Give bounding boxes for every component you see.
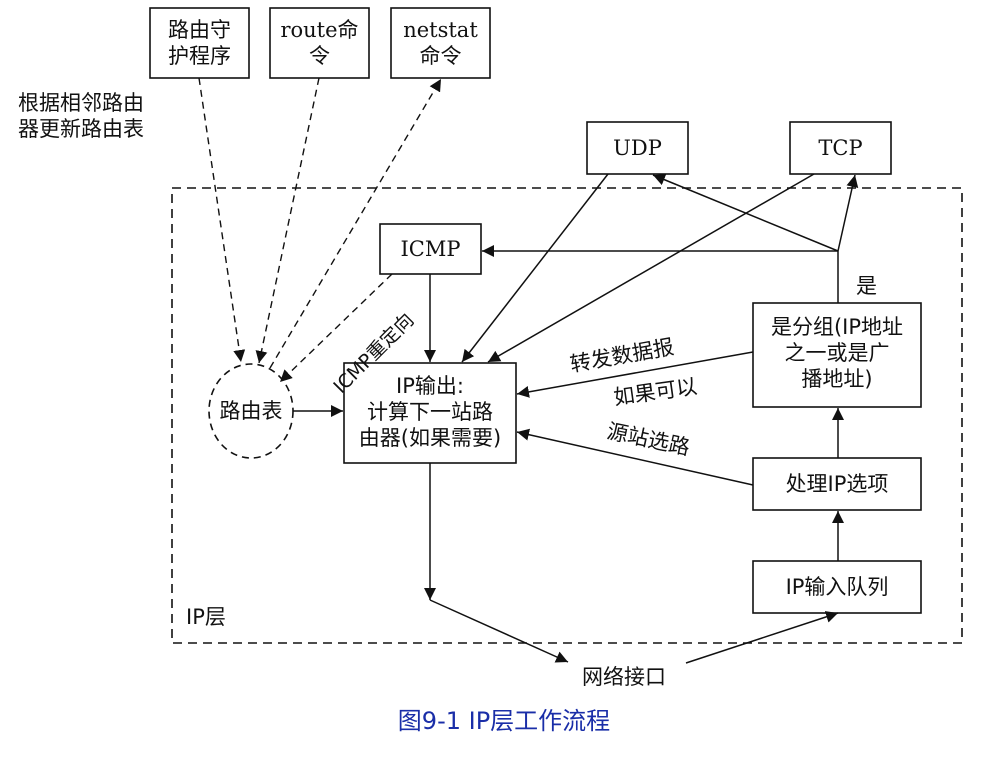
udp-box	[586, 121, 689, 175]
icmp-label: ICMP	[400, 237, 461, 261]
is-local-line-2: 之一或是广	[784, 341, 890, 365]
netstat-cmd-label: netstat 命令	[391, 17, 490, 69]
arrow-junction-to-udp	[652, 174, 839, 252]
arrow-udp-to-output	[461, 173, 609, 363]
arrow-source-route	[516, 428, 754, 486]
arrow-icmp-redirect	[279, 273, 393, 383]
arrow-table-to-netstat	[269, 78, 442, 369]
ip-output-line-2: 计算下一站路	[367, 400, 493, 424]
yes-label: 是	[856, 274, 877, 298]
process-options-box	[752, 457, 922, 511]
arrow-routed-to-table	[198, 77, 246, 363]
is-local-box	[752, 302, 922, 408]
tcp-label: TCP	[818, 136, 863, 160]
ip-output-line-3: 由器(如果需要)	[358, 426, 502, 450]
netstat-cmd-line-2: 命令	[419, 44, 462, 68]
arrow-to-net-interface	[429, 599, 569, 663]
ip-layer-label: IP层	[186, 605, 226, 629]
input-queue-label: IP输入队列	[785, 575, 889, 599]
net-interface-label: 网络接口	[582, 665, 666, 689]
update-routes-line-1: 根据相邻路由	[18, 91, 144, 115]
is-local-line-1: 是分组(IP地址	[770, 315, 904, 339]
route-cmd-line-2: 令	[309, 44, 330, 68]
routed-daemon-label: 路由守 护程序	[150, 17, 249, 69]
tcp-box	[789, 121, 892, 175]
route-cmd-box	[269, 7, 370, 79]
arrow-route-cmd-to-table	[255, 77, 320, 364]
routed-daemon-line-1: 路由守	[168, 18, 231, 42]
update-routes-label: 根据相邻路由 器更新路由表	[18, 90, 144, 142]
process-options-label: 处理IP选项	[785, 472, 889, 496]
udp-label: UDP	[613, 136, 662, 160]
routing-table-label: 路由表	[219, 399, 283, 423]
netstat-cmd-line-1: netstat	[403, 18, 478, 42]
update-routes-line-2: 器更新路由表	[18, 117, 144, 141]
arrow-junction-to-tcp	[837, 174, 859, 252]
arrow-net-to-queue	[685, 611, 839, 664]
ip-layer-boundary	[171, 187, 963, 644]
arrow-tcp-to-output	[487, 173, 815, 363]
routed-daemon-line-2: 护程序	[168, 44, 231, 68]
is-local-line-3: 播地址)	[801, 367, 873, 391]
ip-output-line-1: IP输出:	[396, 374, 464, 398]
arrow-forward-datagram	[516, 351, 754, 398]
netstat-cmd-box	[390, 7, 491, 79]
route-cmd-line-1: route命	[280, 18, 359, 42]
ip-output-label: IP输出: 计算下一站路 由器(如果需要)	[344, 373, 516, 451]
route-cmd-label: route命 令	[270, 17, 369, 69]
is-local-label: 是分组(IP地址 之一或是广 播地址)	[753, 314, 921, 392]
figure-caption: 图9-1 IP层工作流程	[397, 707, 611, 735]
